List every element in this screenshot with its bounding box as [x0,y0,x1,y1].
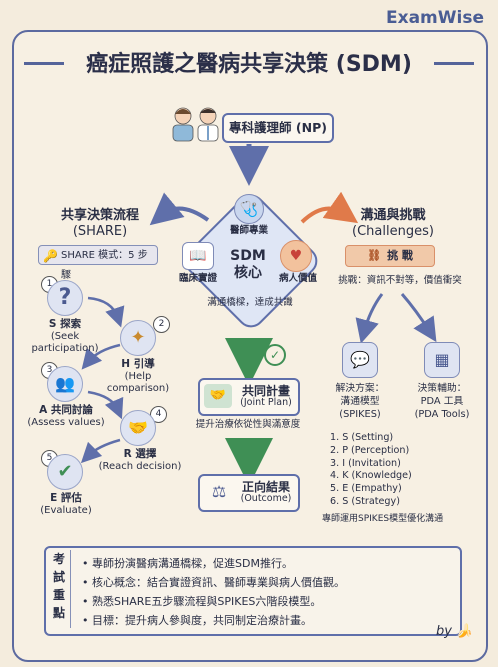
challenges-section-title: 溝通與挑戰 (Challenges) [352,208,434,239]
question-icon: ? [47,280,83,316]
exam-key-points-box [44,546,462,636]
list-item: 6. S (Strategy) [330,495,400,507]
handshake-plan-icon: 🤝 [204,384,232,408]
spikes-list: 1. S (Setting) 2. P (Perception) 3. I (I… [330,432,412,509]
np-box: 專科護理師 (NP) [222,113,334,143]
list-item: • 專師扮演醫病溝通橋樑，促進SDM推行。 [82,557,293,570]
title-rule-right [434,62,474,65]
chat-bubbles-icon: 💬 [342,342,378,378]
list-item: • 目標：提升病人參與度，共同制定治療計畫。 [82,614,312,627]
doctor-expertise-label: 醫師專業 [229,225,268,236]
key-icon: 🔑 [43,249,58,263]
share-section-title: 共享決策流程 (SHARE) [60,208,139,239]
patient-heart-icon: ♥ [280,240,312,272]
link-icon: ⛓ [367,249,382,262]
banana-icon: 🍌 [456,624,473,639]
patient-values-label: 病人價值 [278,273,317,284]
spikes-note: 專師運用SPIKES模型優化溝通 [322,514,444,524]
compass-icon: ✦ [120,320,156,356]
list-item: • 核心概念：結合實證資訊、醫師專業與病人價值觀。 [82,576,345,589]
handshake-icon: 🤝 [120,410,156,446]
list-item: 1. S (Setting) [330,432,394,443]
share-mode-pill: 🔑 SHARE 模式：5 步驟 [38,245,158,281]
signature: by 🍌 [436,624,473,639]
tablet-icon: ▦ [424,342,460,378]
scale-icon: ⚖ [211,482,227,501]
list-item: • 熟悉SHARE五步驟流程與SPIKES六階段模型。 [82,595,322,608]
doctor-icon: 🩺 [234,194,264,224]
list-item: 3. I (Invitation) [330,457,401,469]
outcome-box: ⚖ 正向結果 (Outcome) [198,474,300,512]
step-r-label: R 選擇(Reach decision) [98,448,182,472]
list-item: 2. P (Perception) [330,444,410,456]
spikes-solution-label: 解決方案：溝通模型(SPIKES) [335,383,385,420]
checklist-icon: ✔ [47,454,83,490]
pda-tools-label: 決策輔助：PDA 工具(PDA Tools) [414,383,470,420]
list-item: 5. E (Empathy) [330,483,402,495]
exam-key-points-label: 考試重點 [48,550,71,628]
step-number: 2 [153,316,170,333]
step-a-label: A 共同討論(Assess values) [27,404,105,428]
bridge-label: 溝通橋樑，達成共識 [207,297,293,308]
title-rule-left [24,62,64,65]
clinical-evidence-label: 臨床實證 [178,273,217,284]
list-item: 4. K (Knowledge) [330,470,412,482]
plan-note: 提升治療依從性與滿意度 [195,419,301,430]
key-points-list: • 專師扮演醫病溝通橋樑，促進SDM推行。 • 核心概念：結合實證資訊、醫師專業… [82,554,345,630]
joint-plan-box: 🤝 共同計畫 (Joint Plan) [198,378,300,416]
book-icon: 📖 [182,242,214,270]
discussion-icon: 👥 [47,366,83,402]
step-h-label: H 引導(Help comparison) [106,358,170,394]
page-title: 癌症照護之醫病共享決策 (SDM) [86,52,412,77]
challenge-text: 挑戰：資訊不對等，價值衝突 [338,275,462,286]
step-s-label: S 探索(Seek participation) [31,318,99,354]
step-e-label: E 評估(Evaluate) [40,492,92,516]
brand-logo: ExamWise [386,8,484,28]
check-icon: ✓ [264,344,286,366]
nurses-doctor-icon [172,107,219,142]
challenge-pill: ⛓挑 戰 [345,245,435,267]
